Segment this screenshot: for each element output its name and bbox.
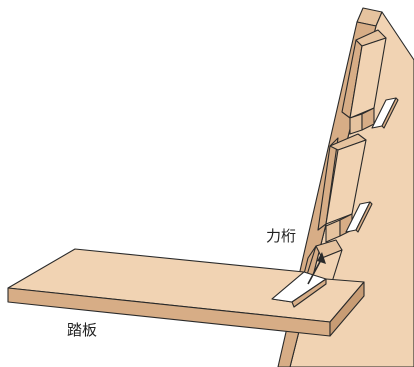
tread-label: 踏板 [67, 321, 97, 339]
stringer-label: 力桁 [266, 227, 296, 245]
insertion-arrow [307, 252, 326, 285]
tread-right-edge [329, 281, 365, 337]
middle-step-block [317, 133, 373, 243]
upper-step-block [341, 29, 399, 135]
tread [7, 248, 365, 337]
